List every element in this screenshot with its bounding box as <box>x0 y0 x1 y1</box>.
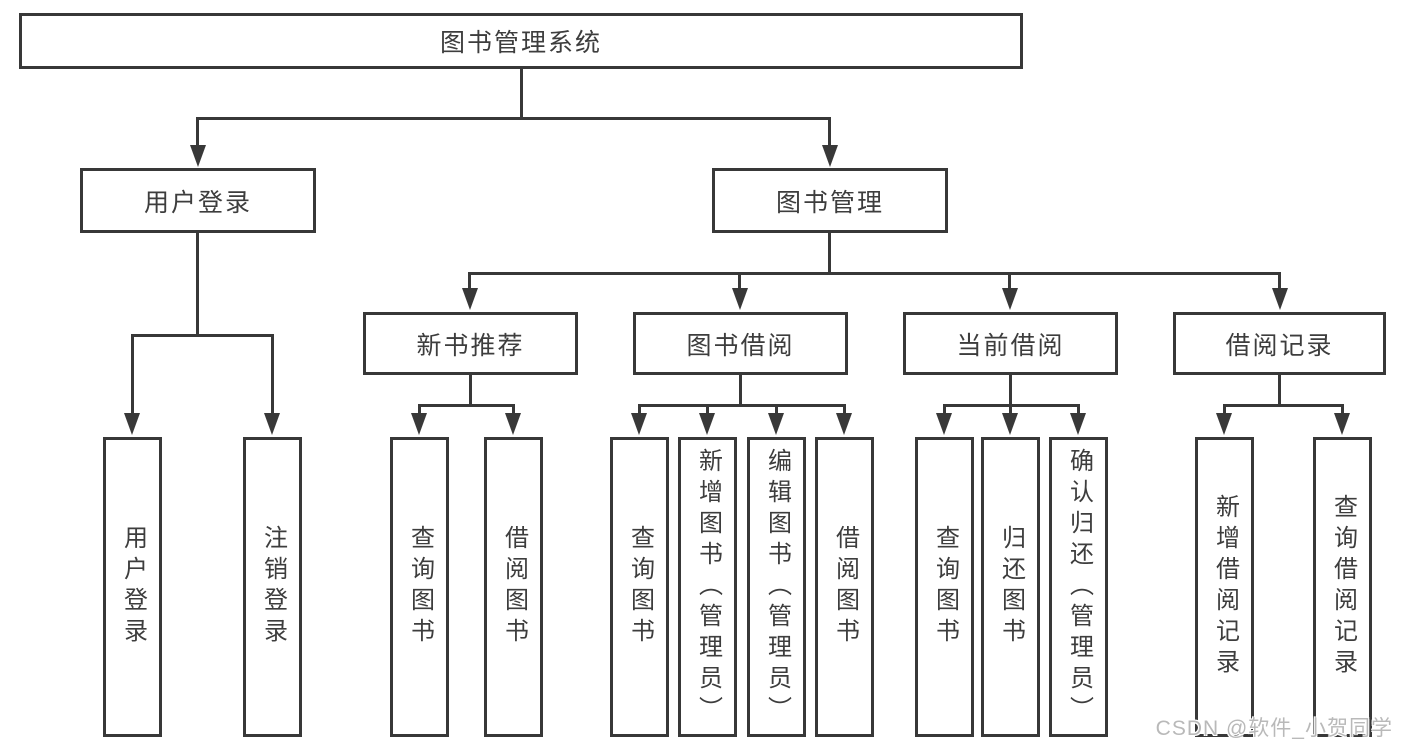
connector-line <box>1223 404 1226 417</box>
connector-line <box>1341 404 1344 417</box>
connector-line <box>706 404 709 417</box>
watermark: CSDN @软件_小贺同学 <box>1155 717 1393 740</box>
node-book-management: 图书管理 <box>712 168 948 233</box>
connector-line <box>271 334 274 415</box>
arrow-down-icon <box>1272 288 1288 310</box>
arrow-down-icon <box>768 413 784 435</box>
leaf-query-borrow-record: 查询借阅记录 <box>1313 437 1372 737</box>
arrow-down-icon <box>1216 413 1232 435</box>
connector-line <box>828 117 831 147</box>
connector-line <box>1009 404 1012 417</box>
connector-line <box>131 334 134 415</box>
arrow-down-icon <box>699 413 715 435</box>
connector-line <box>775 404 778 417</box>
arrow-down-icon <box>631 413 647 435</box>
connector-line <box>638 404 846 407</box>
connector-line <box>1223 404 1344 407</box>
connector-line <box>638 404 641 417</box>
connector-line <box>469 272 1281 275</box>
arrow-down-icon <box>1334 413 1350 435</box>
connector-line <box>418 404 515 407</box>
leaf-edit-book-admin: 编辑图书（管理员） <box>747 437 806 737</box>
node-borrowing-records: 借阅记录 <box>1173 312 1386 375</box>
arrow-down-icon <box>732 288 748 310</box>
node-library-system: 图书管理系统 <box>19 13 1023 69</box>
arrow-down-icon <box>1002 413 1018 435</box>
connector-line <box>469 375 472 406</box>
node-current-borrowing: 当前借阅 <box>903 312 1118 375</box>
arrow-down-icon <box>505 413 521 435</box>
arrow-down-icon <box>936 413 952 435</box>
connector-line <box>943 404 946 417</box>
node-user-login: 用户登录 <box>80 168 316 233</box>
connector-line <box>196 117 831 120</box>
leaf-logout: 注销登录 <box>243 437 302 737</box>
connector-line <box>1278 272 1281 292</box>
connector-line <box>196 233 199 336</box>
connector-line <box>1008 272 1011 292</box>
connector-line <box>131 334 274 337</box>
connector-line <box>738 272 741 292</box>
leaf-add-book-admin: 新增图书（管理员） <box>678 437 737 737</box>
leaf-query-books-borrow: 查询图书 <box>610 437 669 737</box>
connector-line <box>512 404 515 417</box>
connector-line <box>739 375 742 406</box>
arrow-down-icon <box>264 413 280 435</box>
leaf-return-books: 归还图书 <box>981 437 1040 737</box>
leaf-user-login: 用户登录 <box>103 437 162 737</box>
connector-line <box>418 404 421 417</box>
connector-line <box>843 404 846 417</box>
connector-line <box>468 272 471 292</box>
leaf-borrow-books-recommend: 借阅图书 <box>484 437 543 737</box>
arrow-down-icon <box>411 413 427 435</box>
arrow-down-icon <box>822 145 838 167</box>
connector-line <box>1278 375 1281 406</box>
leaf-query-books-current: 查询图书 <box>915 437 974 737</box>
node-new-book-recommendation: 新书推荐 <box>363 312 578 375</box>
connector-line <box>1009 375 1012 406</box>
leaf-borrow-books: 借阅图书 <box>815 437 874 737</box>
leaf-add-borrow-record: 新增借阅记录 <box>1195 437 1254 737</box>
node-book-borrowing: 图书借阅 <box>633 312 848 375</box>
connector-line <box>196 117 199 147</box>
arrow-down-icon <box>124 413 140 435</box>
connector-line <box>828 233 831 274</box>
leaf-query-books-recommend: 查询图书 <box>390 437 449 737</box>
arrow-down-icon <box>1070 413 1086 435</box>
leaf-confirm-return-admin: 确认归还（管理员） <box>1049 437 1108 737</box>
connector-line <box>1077 404 1080 417</box>
arrow-down-icon <box>1002 288 1018 310</box>
arrow-down-icon <box>462 288 478 310</box>
arrow-down-icon <box>836 413 852 435</box>
connector-line <box>520 68 523 118</box>
arrow-down-icon <box>190 145 206 167</box>
